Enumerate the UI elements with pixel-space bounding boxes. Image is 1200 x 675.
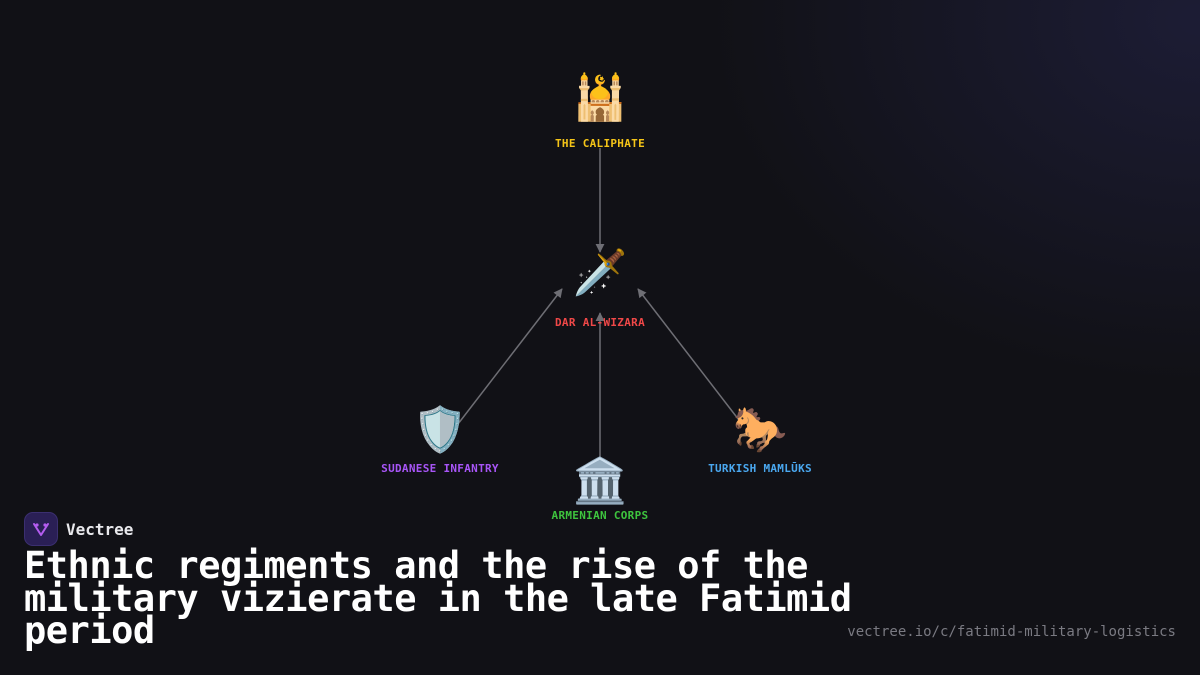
node-label-dar-al-wizara: DAR AL-WIZARA bbox=[555, 316, 645, 329]
node-label-armenian-corps: ARMENIAN CORPS bbox=[552, 509, 649, 522]
brand-name: Vectree bbox=[66, 519, 134, 539]
horse-icon: 🐎 bbox=[733, 405, 788, 456]
node-label-caliphate: THE CALIPHATE bbox=[555, 137, 645, 150]
node-caliphate[interactable]: 🕌 THE CALIPHATE bbox=[555, 71, 645, 151]
node-label-sudanese-infantry: SUDANESE INFANTRY bbox=[381, 462, 499, 475]
nodes-layer: 🕌 THE CALIPHATE 🗡️ DAR AL-WIZARA 🛡️ SUDANESE … bbox=[381, 71, 812, 523]
edge-turkish-mamluks-to-dar-al-wizara bbox=[637, 288, 743, 425]
shield-icon: 🛡️ bbox=[413, 405, 468, 456]
node-dar-al-wizara[interactable]: 🗡️ DAR AL-WIZARA bbox=[555, 248, 645, 330]
edge-sudanese-infantry-to-dar-al-wizara bbox=[457, 288, 563, 425]
node-turkish-mamluks[interactable]: 🐎 TURKISH MAMLŪKS bbox=[708, 405, 812, 476]
source-url[interactable]: vectree.io/c/fatimid-military-logistics bbox=[847, 624, 1176, 640]
mosque-icon: 🕌 bbox=[573, 71, 628, 124]
node-sudanese-infantry[interactable]: 🛡️ SUDANESE INFANTRY bbox=[381, 405, 499, 476]
classical-building-icon: 🏛️ bbox=[573, 456, 628, 507]
brand[interactable]: Vectree bbox=[24, 512, 133, 546]
dagger-icon: 🗡️ bbox=[573, 248, 628, 299]
node-armenian-corps[interactable]: 🏛️ ARMENIAN CORPS bbox=[552, 456, 649, 523]
page-title: Ethnic regiments and the rise of the mil… bbox=[24, 544, 852, 652]
edges-layer bbox=[457, 148, 743, 460]
vectree-logo-icon bbox=[24, 512, 58, 546]
node-label-turkish-mamluks: TURKISH MAMLŪKS bbox=[708, 462, 812, 475]
